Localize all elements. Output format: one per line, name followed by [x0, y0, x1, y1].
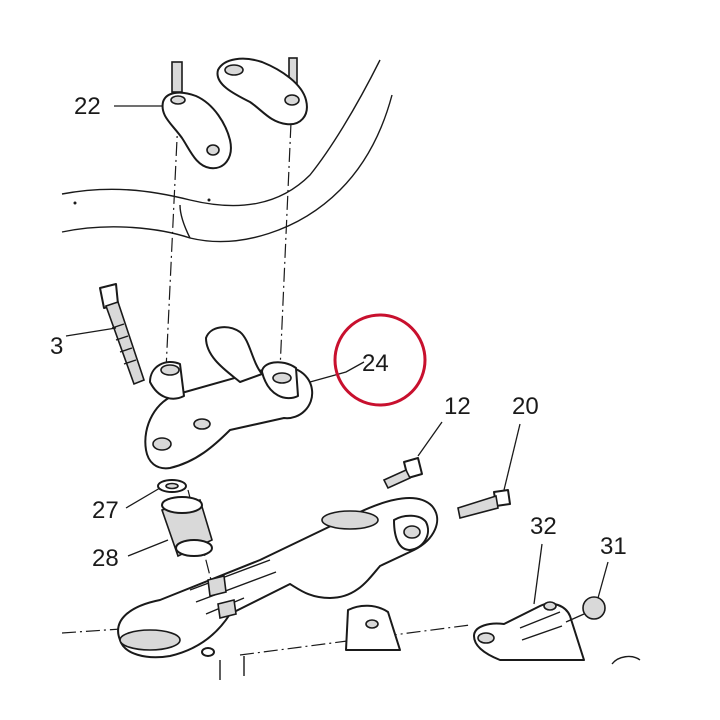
- callout-24: 24: [362, 350, 389, 377]
- callout-22: 22: [74, 93, 101, 120]
- leader-lines: [65, 105, 609, 605]
- callout-31: 31: [600, 533, 627, 560]
- upper-clamp-left: [161, 61, 232, 170]
- callout-28: 28: [92, 545, 119, 572]
- lower-riser-clamp: [144, 326, 314, 470]
- grommet: [565, 596, 606, 623]
- long-bolt: [99, 283, 145, 386]
- partial-component: [611, 655, 641, 665]
- pinch-bolt: [457, 489, 511, 519]
- washer: [157, 479, 187, 493]
- rubber-bush: [160, 496, 213, 558]
- mounting-bracket: [473, 601, 585, 661]
- upper-clamp-right: [216, 57, 308, 126]
- callout-12: 12: [444, 393, 471, 420]
- callout-3: 3: [50, 333, 63, 360]
- callout-27: 27: [92, 497, 119, 524]
- callout-32: 32: [530, 513, 557, 540]
- small-bolt: [382, 457, 423, 490]
- callout-20: 20: [512, 393, 539, 420]
- highlight-circle: [333, 313, 427, 407]
- frame-outline: [61, 59, 393, 243]
- top-yoke: [117, 497, 439, 680]
- fork-mount-fragment: [345, 604, 401, 651]
